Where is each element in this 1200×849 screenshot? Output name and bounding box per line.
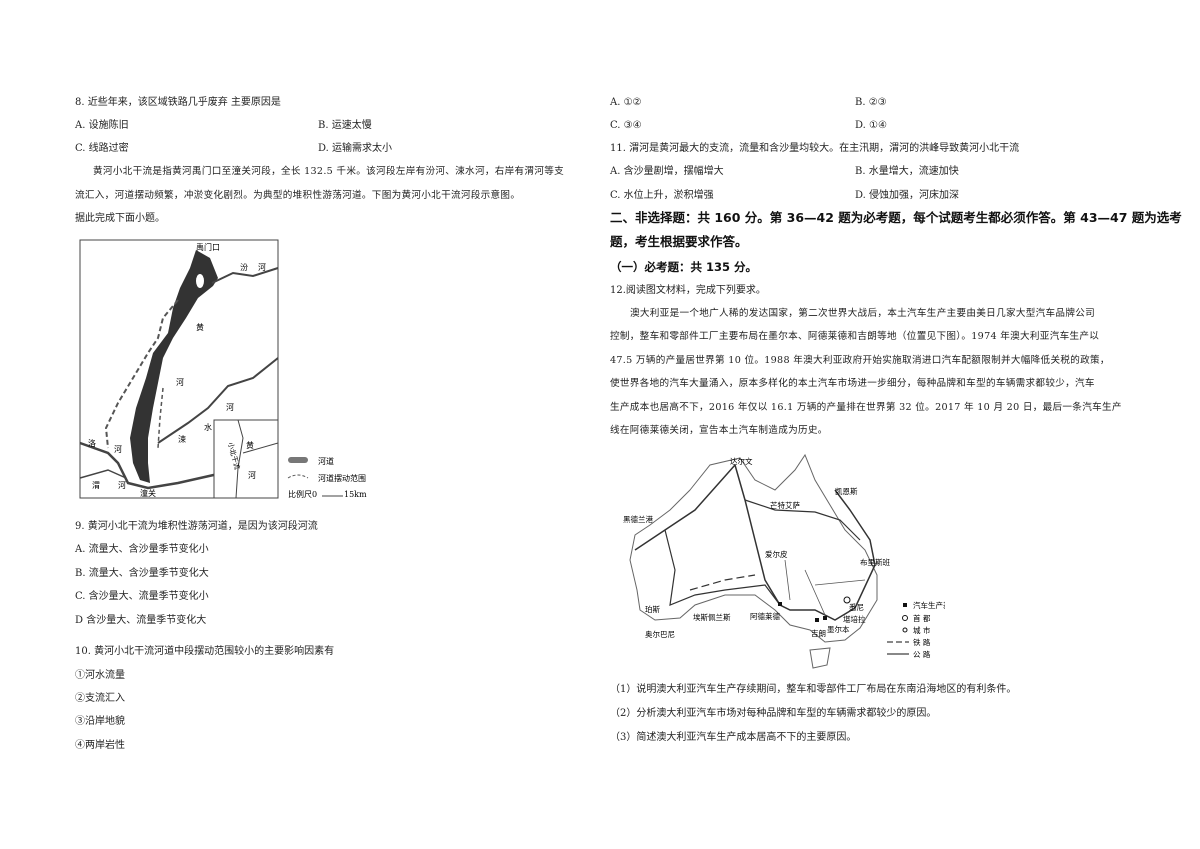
- city-esperance: 埃斯佩兰斯: [693, 612, 731, 622]
- q8-option-d: D. 运输需求太小: [318, 143, 393, 154]
- legend-city: 城 市: [913, 625, 931, 635]
- city-canberra: 堪培拉: [843, 614, 866, 624]
- label-he: 河: [176, 377, 184, 387]
- legend-city-icon: [902, 627, 908, 633]
- city-hedland: 黑德兰港: [623, 514, 653, 524]
- q10-stem: 10. 黄河小北干流河道中段摆动范围较小的主要影响因素有: [75, 646, 335, 657]
- q11-option-d: D. 侵蚀加强，河床加深: [855, 190, 960, 201]
- legend-road: 公 路: [913, 649, 931, 659]
- legend-capital: 首 都: [913, 613, 931, 623]
- production-base-geelong: [815, 618, 819, 622]
- legend-scale: 比例尺0: [288, 489, 317, 499]
- q10-item: ①河水流量: [75, 670, 125, 681]
- q11-option-c: C. 水位上升，淤积增强: [610, 190, 714, 201]
- q10-item: ④两岸岩性: [75, 740, 125, 751]
- passage-line: 47.5 万辆的产量居世界第 10 位。1988 年澳大利亚政府开始实施取消进口…: [610, 355, 1110, 366]
- legend-base-icon: [903, 603, 907, 607]
- label-huang: 黄: [196, 322, 204, 332]
- label-he: 河: [114, 444, 122, 454]
- city-adelaide: 阿德莱德: [750, 611, 780, 621]
- city-albany: 奥尔巴尼: [645, 629, 675, 639]
- q12-intro: 12.阅读图文材料，完成下列要求。: [610, 285, 766, 296]
- label-he: 河: [118, 480, 126, 490]
- city-brisbane: 布里斯班: [860, 557, 890, 567]
- passage-line: 生产成本也居高不下，2016 年仅以 16.1 万辆的产量排在世界第 32 位。…: [610, 402, 1122, 413]
- subsection-heading: （一）必考题：共 135 分。: [610, 260, 758, 274]
- q9-option-a: A. 流量大、含沙量季节变化小: [75, 544, 209, 555]
- australia-map: 达尔文 凯恩斯 芒特艾萨 黑德兰港 爱尔皮 布里斯班 悉尼 堪培拉 墨尔本 吉朗…: [623, 453, 945, 669]
- city-melbourne: 墨尔本: [827, 624, 850, 634]
- q10-option-d: D. ①④: [855, 120, 887, 131]
- q10-item: ③沿岸地貌: [75, 716, 125, 727]
- city-alice: 爱尔皮: [765, 549, 788, 559]
- passage-line: 使世界各地的汽车大量涌入，原本多样化的本土汽车市场进一步细分，每种品牌和车型的车…: [610, 378, 1095, 389]
- q8-stem: 8. 近些年来，该区域铁路几乎废弃 主要原因是: [75, 97, 281, 108]
- label-tongguan: 潼关: [140, 488, 156, 498]
- q11-stem: 11. 渭河是黄河最大的支流，流量和含沙量均较大。在主汛期，渭河的洪峰导致黄河小…: [610, 143, 1020, 154]
- q12-question-2: （2）分析澳大利亚汽车市场对每种品牌和车型的车辆需求都较少的原因。: [610, 708, 937, 719]
- q11-option-b: B. 水量增大，流速加快: [855, 166, 959, 177]
- q12-question-1: （1）说明澳大利亚汽车生产存续期间，整车和零部件工厂布局在东南沿海地区的有利条件…: [610, 684, 1017, 695]
- yellow-river-map: 禹门口 汾 河 黄 河 河 水 涑 洛 河 渭 河 潼关 黄 河 小北干流 河道…: [79, 239, 367, 499]
- capital-marker: [843, 596, 851, 604]
- production-base-adelaide: [778, 602, 782, 606]
- q10-option-b: B. ②③: [855, 97, 887, 108]
- city-cairns: 凯恩斯: [835, 486, 858, 496]
- city-sydney: 悉尼: [849, 602, 864, 612]
- label-yumenkou: 禹门口: [196, 242, 220, 252]
- q10-option-a: A. ①②: [610, 97, 642, 108]
- q8-option-b: B. 运速太慢: [318, 120, 372, 131]
- city-perth: 珀斯: [645, 604, 660, 614]
- section-heading: 二、非选择题：共 160 分。第 36—42 题为必考题，每个试题考生都必须作答…: [610, 210, 1182, 225]
- label-fen: 汾: [240, 262, 248, 272]
- label-he: 河: [258, 262, 266, 272]
- inset-label-he: 河: [248, 470, 256, 480]
- legend-rail: 铁 路: [913, 637, 931, 647]
- label-luo: 洛: [88, 438, 96, 448]
- passage-line: 控制，整车和零部件工厂主要布局在墨尔本、阿德莱德和吉朗等地（位置见下图）。197…: [610, 331, 1100, 342]
- q9-option-d: D 含沙量大、流量季节变化大: [75, 615, 207, 626]
- city-geelong: 吉朗: [811, 628, 826, 638]
- passage-line: 黄河小北干流是指黄河禹门口至潼关河段，全长 132.5 千米。该河段左岸有汾河、…: [93, 166, 564, 177]
- q8-option-c: C. 线路过密: [75, 143, 129, 154]
- city-darwin: 达尔文: [730, 456, 753, 466]
- label-wei: 渭: [92, 480, 100, 490]
- q10-option-c: C. ③④: [610, 120, 642, 131]
- q12-question-3: （3）简述澳大利亚汽车生产成本居高不下的主要原因。: [610, 732, 857, 743]
- q9-stem: 9. 黄河小北干流为堆积性游荡河道，是因为该河段河流: [75, 521, 318, 532]
- q9-option-b: B. 流量大、含沙量季节变化大: [75, 568, 209, 579]
- q10-item: ②支流汇入: [75, 693, 125, 704]
- label-shui: 水: [204, 422, 212, 432]
- passage-line: 线在阿德莱德关闭，宣告本土汽车制造成为历史。: [610, 425, 828, 436]
- label-su: 涑: [178, 435, 186, 444]
- q9-option-c: C. 含沙量大、流量季节变化小: [75, 591, 209, 602]
- legend-base: 汽车生产基地: [913, 600, 945, 610]
- legend-range-swatch: [287, 474, 309, 479]
- legend-channel: 河道: [318, 456, 334, 466]
- legend-channel-swatch: [288, 457, 308, 463]
- q8-option-a: A. 设施陈旧: [75, 120, 129, 131]
- label-he: 河: [226, 402, 234, 412]
- instruction: 据此完成下面小题。: [75, 213, 165, 224]
- legend-capital-icon: [902, 615, 908, 621]
- legend-range: 河道摆动范围: [318, 473, 366, 483]
- q11-option-a: A. 含沙量剧增，摆幅增大: [610, 166, 724, 177]
- city-mountisa: 芒特艾萨: [770, 500, 800, 510]
- section-heading: 题，考生根据要求作答。: [610, 234, 748, 249]
- passage-line: 澳大利亚是一个地广人稀的发达国家，第二次世界大战后，本土汽车生产主要由美日几家大…: [630, 308, 1096, 319]
- passage-line: 流汇入，河道摆动频繁，冲淤变化剧烈。为典型的堆积性游荡河道。下图为黄河小北干流河…: [75, 190, 521, 201]
- production-base-melbourne: [823, 616, 827, 620]
- inset-label-huang: 黄: [246, 440, 254, 450]
- legend-scale-end: 15km: [344, 490, 367, 499]
